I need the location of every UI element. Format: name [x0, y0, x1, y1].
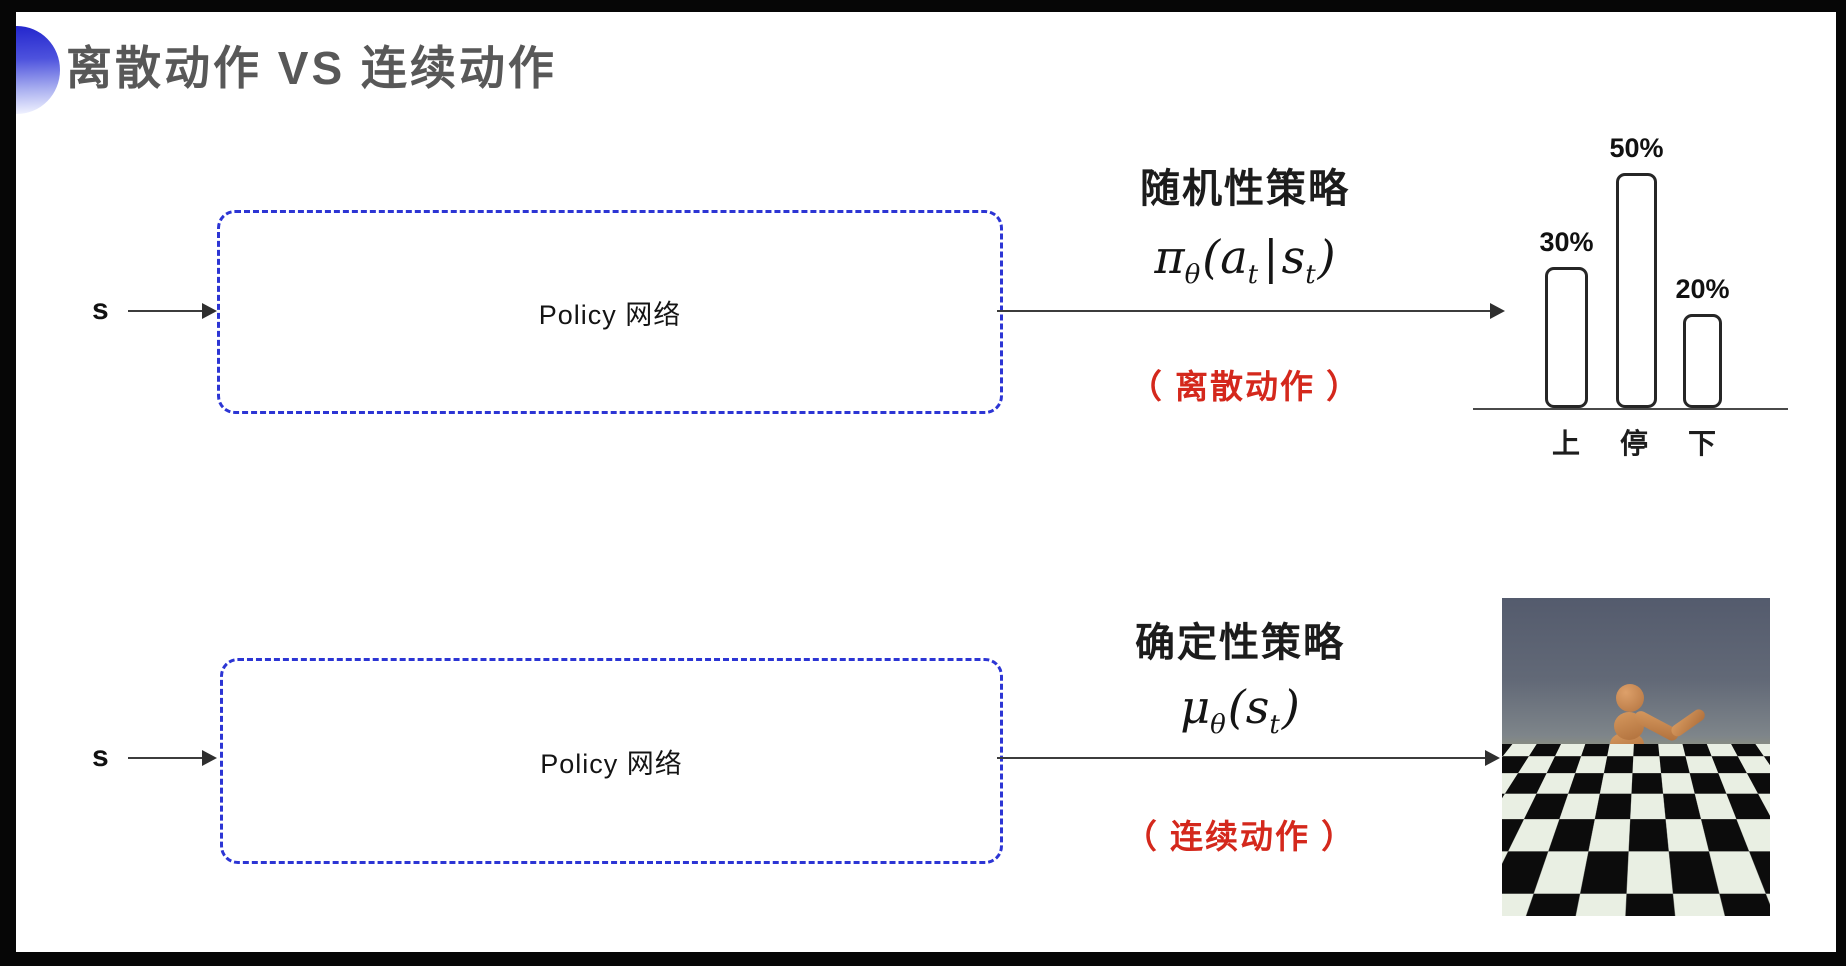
- bar-value-label: 30%: [1539, 227, 1594, 257]
- bar-value-label: 20%: [1675, 274, 1730, 304]
- humanoid-robot-image: [1502, 598, 1770, 916]
- policy-network-label-bottom: Policy 网络: [540, 748, 683, 779]
- deterministic-policy-title: 确定性策略: [1135, 621, 1345, 665]
- policy-network-box-bottom: Policy 网络: [220, 658, 1003, 864]
- robot-pelvis: [1622, 778, 1648, 832]
- robot-waist-joint: [1630, 766, 1648, 784]
- robot-foot: [1586, 829, 1604, 847]
- chart-baseline: [1473, 408, 1788, 410]
- policy-network-label-top: Policy 网络: [538, 299, 682, 330]
- action-probability-chart: 30% 50% 20%: [1473, 118, 1788, 410]
- theta-subscript: θ: [1184, 260, 1201, 290]
- state-symbol: s: [1245, 680, 1270, 734]
- arrowhead-icon: [202, 303, 217, 319]
- stochastic-policy-title: 随机性策略: [1140, 167, 1350, 211]
- theta-subscript: θ: [1210, 710, 1226, 740]
- bar-column-stop: 50%: [1609, 133, 1664, 408]
- category-label-down: 下: [1687, 428, 1716, 459]
- arrow-policy-to-distribution: [997, 310, 1490, 312]
- bar-column-down: 20%: [1675, 274, 1730, 408]
- probability-bar: [1616, 173, 1657, 408]
- robot-head: [1616, 684, 1644, 712]
- arrowhead-icon: [202, 750, 217, 766]
- category-label-stop: 停: [1619, 428, 1648, 459]
- arrow-policy-to-robot: [997, 757, 1485, 759]
- discrete-action-note: （ 离散动作 ）: [1128, 368, 1362, 405]
- title-bullet-decoration: [0, 26, 60, 114]
- arrow-state-to-policy-bottom: [128, 757, 204, 759]
- continuous-action-note: （ 连续动作 ）: [1123, 818, 1357, 855]
- bar-column-up: 30%: [1539, 227, 1594, 408]
- mu-symbol: μ: [1180, 680, 1211, 734]
- stochastic-policy-formula: πθ(at|st): [1154, 230, 1336, 290]
- probability-bar: [1683, 314, 1722, 408]
- probability-bar: [1545, 267, 1588, 408]
- arrowhead-icon: [1485, 750, 1500, 766]
- state-input-label-top: s: [92, 293, 109, 326]
- bar-value-label: 50%: [1609, 133, 1664, 163]
- deterministic-policy-formula: μθ(st): [1180, 680, 1300, 740]
- arrow-state-to-policy-top: [128, 310, 204, 312]
- category-label-up: 上: [1551, 428, 1580, 459]
- action-symbol: a: [1220, 230, 1248, 284]
- arrowhead-icon: [1490, 303, 1505, 319]
- state-symbol: s: [1281, 230, 1306, 284]
- page-title: 离散动作 VS 连续动作: [66, 42, 557, 94]
- state-input-label-bottom: s: [92, 740, 109, 773]
- policy-network-box-top: Policy 网络: [217, 210, 1003, 414]
- pi-symbol: π: [1154, 230, 1185, 284]
